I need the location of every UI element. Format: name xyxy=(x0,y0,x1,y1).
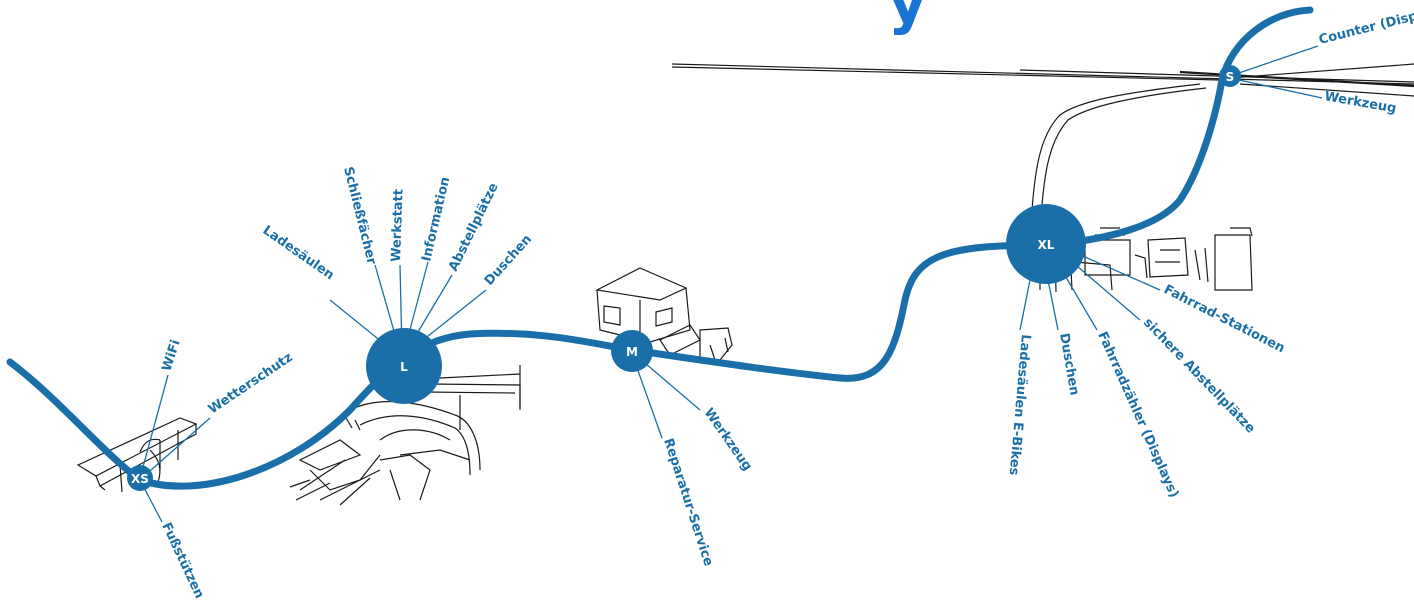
label-l-schliessfaecher: Schließfächer xyxy=(340,165,379,266)
labels-l: Ladesäulen Schließfächer Werkstatt Infor… xyxy=(260,165,535,288)
label-m-werkzeug: Werkzeug xyxy=(701,406,755,474)
node-xs-label: XS xyxy=(131,472,149,486)
station-xl-sketch xyxy=(1039,227,1253,293)
railway-sketch xyxy=(671,63,1414,211)
title-fragment: y xyxy=(888,0,927,37)
labels-s: Counter (Disp Werkzeug xyxy=(1317,9,1414,117)
label-xl-fahrradzaehler: Fahrradzähler (Displays) xyxy=(1094,330,1181,501)
route-line xyxy=(6,6,1314,490)
node-s-circle xyxy=(1219,65,1241,87)
node-m: M xyxy=(611,330,653,372)
node-l-label: L xyxy=(400,360,408,374)
labels-xl: Ladesäulen E-Bikes Duschen Fahrradzähler… xyxy=(1006,282,1287,500)
node-l-circle xyxy=(366,328,442,404)
shelter-sketch xyxy=(76,417,198,493)
node-m-circle xyxy=(611,330,653,372)
node-l: L xyxy=(366,328,442,404)
label-xl-ladesaeulen-ebikes: Ladesäulen E-Bikes xyxy=(1006,334,1033,477)
label-s-werkzeug: Werkzeug xyxy=(1323,89,1397,116)
label-xs-fussstuetzen: Fußstützen xyxy=(158,520,206,599)
label-xl-duschen: Duschen xyxy=(1056,332,1082,396)
labels-m: Werkzeug Reparatur-Service xyxy=(660,406,755,569)
node-xl: XL xyxy=(1006,204,1086,284)
node-xs: XS xyxy=(127,465,153,491)
station-l-sketch xyxy=(289,365,521,506)
label-s-counter: Counter (Disp xyxy=(1317,9,1414,48)
node-m-label: M xyxy=(626,345,638,359)
label-xs-wetterschutz: Wetterschutz xyxy=(206,350,296,417)
label-l-abstellplaetze: Abstellplätze xyxy=(446,181,502,274)
label-xs-wifi: WiFi xyxy=(160,338,184,373)
label-l-duschen: Duschen xyxy=(482,232,535,289)
node-xs-circle xyxy=(127,465,153,491)
labels-xs: WiFi Wetterschutz Fußstützen xyxy=(158,338,296,601)
node-s-label: S xyxy=(1226,70,1235,84)
node-xl-circle xyxy=(1006,204,1086,284)
label-l-ladesaeulen: Ladesäulen xyxy=(260,223,337,283)
node-s: S xyxy=(1219,65,1241,87)
label-l-information: Information xyxy=(419,175,453,262)
label-m-reparatur-service: Reparatur-Service xyxy=(660,437,716,569)
node-xl-label: XL xyxy=(1038,238,1055,252)
label-l-werkstatt: Werkstatt xyxy=(389,189,407,262)
